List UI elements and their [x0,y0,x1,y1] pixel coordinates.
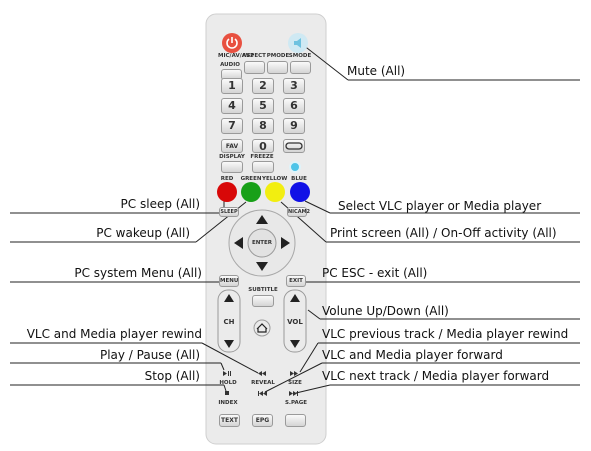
power-icon [226,37,238,49]
media-glyphs [223,371,298,396]
annotation-mute: Mute (All) [347,64,406,78]
leader-lines [10,40,580,394]
line-forward [264,362,323,393]
annotation-pc-esc: PC ESC - exit (All) [322,266,428,280]
label-mic-av: MIC/AV/AV2 [218,53,254,59]
vol-label: VOL [287,318,303,326]
aspect-button[interactable] [244,61,265,74]
blue-button[interactable] [290,182,310,202]
line-prev-track [299,342,319,373]
recall-button[interactable] [283,139,305,153]
display-button[interactable] [221,161,243,173]
yellow-button[interactable] [265,182,285,202]
subtitle-button[interactable] [252,295,274,307]
menu-button[interactable]: MENU [219,275,239,287]
line-stop-diag [223,384,227,392]
dpad-left-arrow [234,237,243,249]
home-button [253,319,271,337]
subtitle-label: SUBTITLE [248,287,278,293]
key-7[interactable]: 7 [221,118,243,134]
annotation-select-player: Select VLC player or Media player [338,199,542,213]
ch-label: CH [223,318,235,326]
stop-icon [225,391,229,395]
key-9[interactable]: 9 [283,118,305,134]
annotation-prev-track: VLC previous track / Media player rewind [322,327,569,341]
label-freeze: FREEZE [250,154,274,160]
label-aspect: ASPECT [242,53,266,59]
label-display: DISPLAY [219,154,245,160]
label-yellow: YELLOW [262,176,288,182]
rewind-icon [258,371,266,376]
annotation-pc-sleep: PC sleep (All) [120,197,200,211]
key-4[interactable]: 4 [221,98,243,114]
key-5[interactable]: 5 [252,98,274,114]
text-button[interactable]: TEXT [219,414,240,427]
line-select [304,200,331,214]
annotation-stop: Stop (All) [144,369,200,383]
nicam-button[interactable]: NICAM2 [287,207,311,217]
ch-rocker [217,289,241,353]
next-track-icon [289,391,298,396]
ch-down-arrow [224,340,234,348]
line-play-pause-diag [220,362,225,371]
annotation-pc-menu: PC system Menu (All) [74,266,202,280]
home-icon [256,323,268,333]
power-button[interactable] [222,33,242,53]
annotation-rewind: VLC and Media player rewind [26,327,202,341]
hold-label: HOLD [219,380,237,386]
annotation-print-screen: Print screen (All) / On-Off activity (Al… [330,226,557,240]
enter-button-bg [247,228,277,258]
reveal-label: REVEAL [251,380,275,386]
dpad-down-arrow [256,262,268,271]
key-0[interactable]: 0 [252,139,274,153]
annotation-forward: VLC and Media player forward [322,348,503,362]
mute-button[interactable] [288,33,308,53]
enter-label: ENTER [251,240,273,246]
line-next-track [295,384,331,394]
pmode-button[interactable] [267,61,288,74]
annotation-pc-wakeup: PC wakeup (All) [96,226,190,240]
dpad-up-arrow [256,215,268,224]
annotation-play-pause: Play / Pause (All) [99,348,200,362]
epg-button[interactable]: EPG [252,414,273,427]
fast-forward-icon [290,371,298,376]
label-pmode: PMODE [266,53,290,59]
blank-bottom-button[interactable] [285,414,306,427]
vol-down-arrow [290,340,300,348]
sleep-button[interactable]: SLEEP [219,207,239,217]
smode-button[interactable] [290,61,311,74]
key-6[interactable]: 6 [283,98,305,114]
annotation-next-track: VLC next track / Media player forward [322,369,550,383]
subpage-label: S.PAGE [284,400,308,406]
label-smode: SMODE [288,53,312,59]
play-pause-icon [223,371,231,376]
mute-icon [294,38,301,48]
line-volume [307,309,321,320]
key-1[interactable]: 1 [221,78,243,94]
freeze-button[interactable] [252,161,274,173]
line-rewind-diag [201,342,259,374]
label-audio: AUDIO [220,62,240,68]
vol-rocker [283,289,307,353]
recall-icon [285,142,303,150]
key-2[interactable]: 2 [252,78,274,94]
label-red: RED [220,176,234,182]
key-3[interactable]: 3 [283,78,305,94]
fav-button[interactable]: FAV [221,139,243,153]
size-label: SIZE [288,380,302,386]
green-button[interactable] [241,182,261,202]
vol-up-arrow [290,294,300,302]
index-label: INDEX [218,400,238,406]
blue-indicator-button[interactable] [289,161,301,173]
label-green: GREEN [240,176,262,182]
dpad-right-arrow [281,237,290,249]
key-8[interactable]: 8 [252,118,274,134]
annotation-volume: Volune Up/Down (All) [322,304,449,318]
exit-button[interactable]: EXIT [286,275,306,287]
ch-up-arrow [224,294,234,302]
prev-track-icon [258,391,267,396]
red-button[interactable] [217,182,237,202]
label-blue: BLUE [291,176,307,182]
